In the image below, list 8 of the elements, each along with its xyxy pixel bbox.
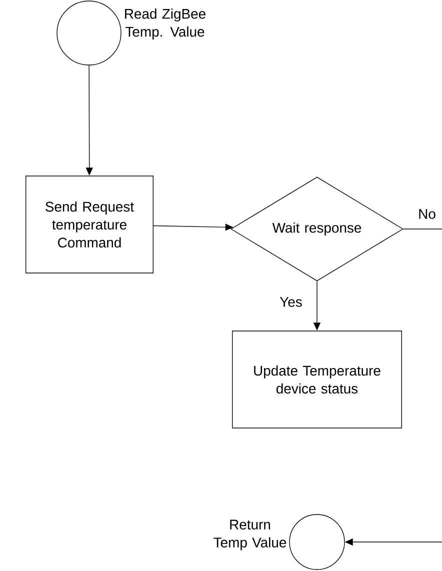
node-caption: Return Temp Value [214,520,286,550]
connector-circle [56,0,122,66]
node-caption: Read ZigBee Temp. Value [125,8,206,40]
edge-label: Yes [280,297,302,307]
connector-circle [289,514,345,570]
edge-label: No [419,209,436,219]
process-box: Update Temperature device status [232,330,402,428]
process-box: Send Request temperature Command [26,176,154,274]
